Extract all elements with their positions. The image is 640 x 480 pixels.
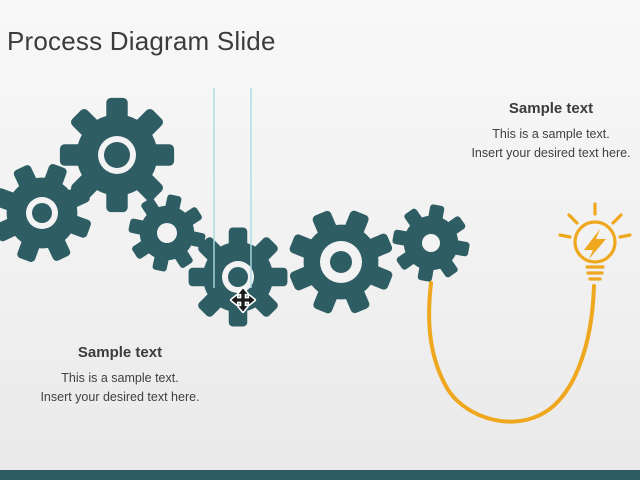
slide-title: Process Diagram Slide	[7, 26, 276, 56]
callout-line: This is a sample text.	[492, 127, 610, 141]
callout-line: Insert your desired text here.	[40, 389, 200, 404]
move-cursor-icon	[229, 286, 257, 314]
gear-chain	[0, 97, 476, 331]
callout-heading: Sample text	[77, 344, 163, 361]
gear-2[interactable]	[0, 149, 106, 277]
gear-3[interactable]	[121, 187, 213, 279]
callout-line: This is a sample text.	[61, 371, 179, 385]
callout-right[interactable]: Sample text This is a sample text. Inser…	[462, 100, 640, 163]
gear-1[interactable]	[59, 97, 175, 213]
gear-6[interactable]	[386, 198, 476, 288]
lightbulb-icon[interactable]	[558, 202, 632, 281]
gear-5[interactable]	[272, 193, 410, 331]
gear-4[interactable]	[188, 227, 288, 327]
wire[interactable]	[427, 281, 596, 424]
callout-heading: Sample text	[508, 100, 594, 117]
footer-bar	[0, 470, 640, 480]
callout-left[interactable]: Sample text This is a sample text. Inser…	[22, 344, 218, 407]
callout-line: Insert your desired text here.	[471, 145, 631, 160]
